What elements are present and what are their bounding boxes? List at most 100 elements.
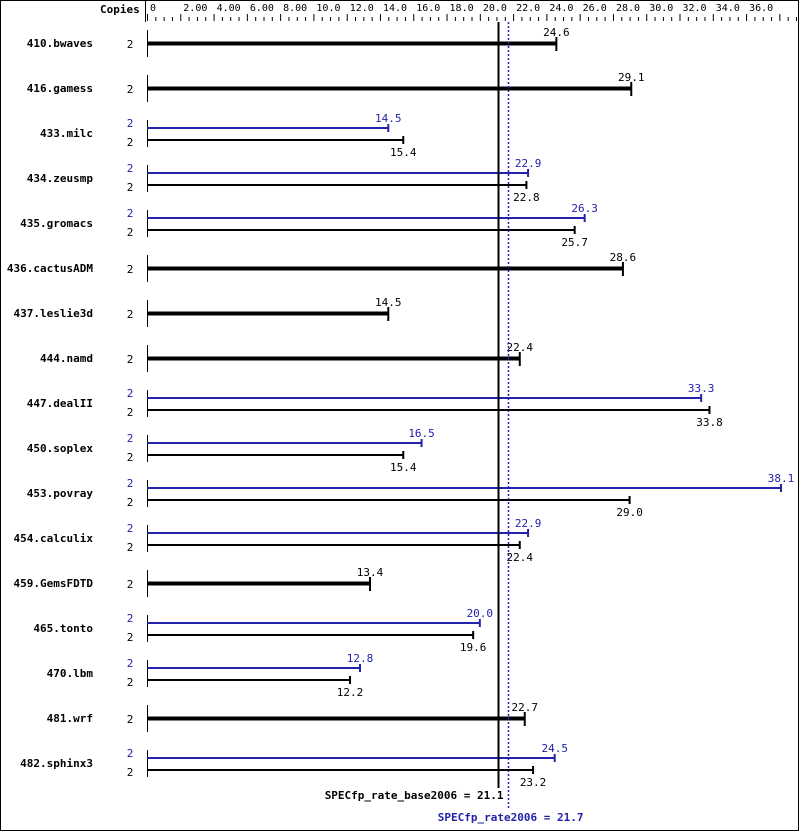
base-bar — [147, 679, 351, 681]
base-value-label: 23.2 — [520, 776, 547, 789]
peak-value-label: 22.9 — [515, 157, 542, 170]
peak-bar — [147, 487, 782, 489]
peak-value-label: 20.0 — [467, 607, 494, 620]
base-bar — [147, 356, 520, 361]
benchmark-name: 453.povray — [27, 487, 94, 500]
base-value-label: 19.6 — [460, 641, 487, 654]
copies-value: 2 — [127, 541, 134, 554]
tick-label: 28.0 — [616, 3, 640, 14]
peak-copies-value: 2 — [127, 162, 134, 175]
copies-value: 2 — [127, 451, 134, 464]
base-bar — [147, 581, 370, 586]
tick-label: 8.00 — [283, 3, 307, 14]
base-bar — [147, 544, 520, 546]
copies-value: 2 — [127, 766, 134, 779]
peak-bar — [147, 127, 389, 129]
tick-label: 4.00 — [217, 3, 241, 14]
tick-label: 16.0 — [416, 3, 440, 14]
benchmark-name: 447.dealII — [27, 397, 93, 410]
peak-bar — [147, 217, 585, 219]
base-bar — [147, 311, 389, 316]
copies-value: 2 — [127, 631, 134, 644]
copies-value: 2 — [127, 181, 134, 194]
benchmark-row: 434.zeusmp 2 2 22.9 22.8 — [27, 157, 542, 204]
peak-value-label: 14.5 — [375, 112, 402, 125]
tick-label: 24.0 — [549, 3, 573, 14]
base-value-label: 13.4 — [357, 566, 384, 579]
base-value-label: 33.8 — [696, 416, 723, 429]
tick-label: 30.0 — [649, 3, 673, 14]
base-value-label: 15.4 — [390, 461, 417, 474]
peak-value-label: 22.9 — [515, 517, 542, 530]
peak-bar — [147, 757, 555, 759]
base-bar — [147, 86, 632, 91]
copies-value: 2 — [127, 713, 134, 726]
base-bar — [147, 184, 527, 186]
copies-value: 2 — [127, 38, 134, 51]
peak-value-label: 26.3 — [571, 202, 598, 215]
base-value-label: 12.2 — [337, 686, 364, 699]
benchmark-name: 434.zeusmp — [27, 172, 94, 185]
peak-copies-value: 2 — [127, 747, 134, 760]
benchmark-name: 444.namd — [40, 352, 93, 365]
benchmark-name: 450.soplex — [27, 442, 94, 455]
peak-value-label: 24.5 — [541, 742, 568, 755]
benchmark-name: 454.calculix — [14, 532, 94, 545]
copies-value: 2 — [127, 136, 134, 149]
base-value-label: 22.4 — [507, 341, 534, 354]
copies-value: 2 — [127, 406, 134, 419]
base-bar — [147, 769, 534, 771]
tick-label: 18.0 — [450, 3, 474, 14]
benchmark-row: 470.lbm 2 2 12.8 12.2 — [47, 652, 374, 699]
tick-label: 10.0 — [316, 3, 340, 14]
copies-value: 2 — [127, 676, 134, 689]
peak-bar — [147, 397, 702, 399]
benchmark-row: 459.GemsFDTD 2 13.4 — [14, 566, 384, 597]
copies-value: 2 — [127, 308, 134, 321]
peak-value-label: 16.5 — [408, 427, 435, 440]
benchmark-row: 482.sphinx3 2 2 24.5 23.2 — [20, 742, 568, 789]
benchmark-name: 433.milc — [40, 127, 93, 140]
benchmark-name: 482.sphinx3 — [20, 757, 93, 770]
copies-value: 2 — [127, 578, 134, 591]
base-bar — [147, 634, 474, 636]
peak-bar — [147, 442, 422, 444]
peak-value-label: 33.3 — [688, 382, 715, 395]
base-value-label: 24.6 — [543, 26, 570, 39]
base-bar — [147, 409, 710, 411]
benchmark-name: 470.lbm — [47, 667, 94, 680]
tick-label: 34.0 — [716, 3, 740, 14]
peak-bar — [147, 667, 361, 669]
peak-bar — [147, 622, 480, 624]
peak-value-label: 38.1 — [768, 472, 795, 485]
peak-copies-value: 2 — [127, 387, 134, 400]
tick-label: 0 — [150, 3, 156, 14]
base-bar — [147, 716, 525, 721]
base-value-label: 22.8 — [513, 191, 540, 204]
tick-label: 20.0 — [483, 3, 507, 14]
tick-label: 22.0 — [516, 3, 540, 14]
benchmark-name: 437.leslie3d — [14, 307, 93, 320]
base-value-label: 22.4 — [507, 551, 534, 564]
peak-value-label: 12.8 — [347, 652, 374, 665]
base-value-label: 29.0 — [616, 506, 643, 519]
tick-label: 12.0 — [350, 3, 374, 14]
peak-copies-value: 2 — [127, 657, 134, 670]
benchmark-name: 435.gromacs — [20, 217, 93, 230]
benchmark-name: 436.cactusADM — [7, 262, 93, 275]
benchmark-name: 459.GemsFDTD — [14, 577, 94, 590]
tick-label: 14.0 — [383, 3, 407, 14]
base-bar — [147, 41, 557, 46]
benchmark-name: 416.gamess — [27, 82, 93, 95]
peak-copies-value: 2 — [127, 207, 134, 220]
